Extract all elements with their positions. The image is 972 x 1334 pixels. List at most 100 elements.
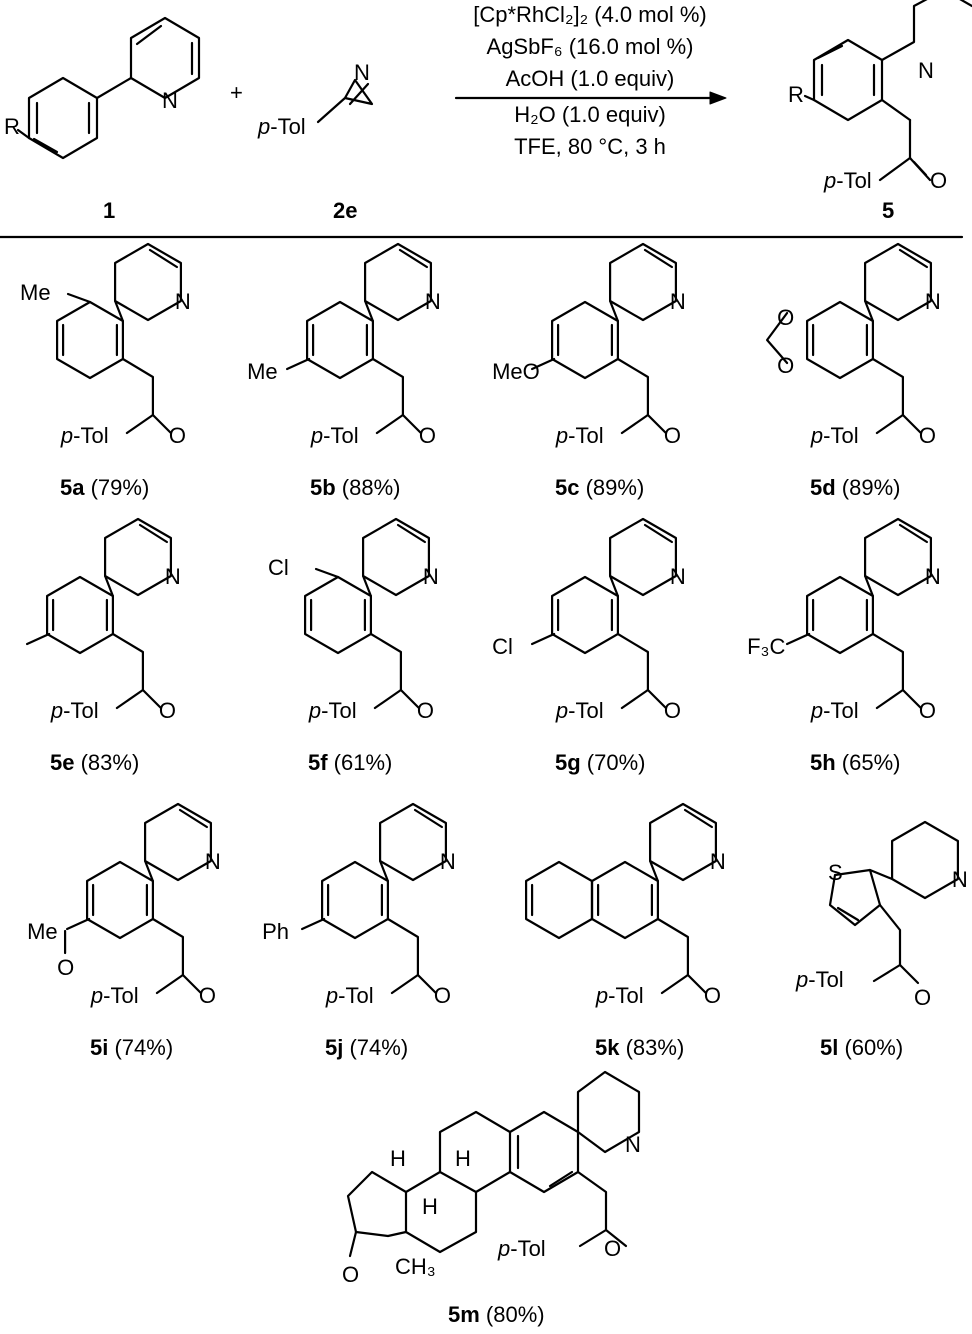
atom-o: O bbox=[199, 983, 216, 1008]
atom-n: N bbox=[425, 289, 441, 314]
reactant-1: N R 1 bbox=[4, 16, 201, 223]
substituent: Cl bbox=[268, 555, 289, 580]
plus-sign: + bbox=[230, 80, 243, 105]
p-tol-label: p-Tol bbox=[60, 423, 109, 448]
substituent-oxygen: O bbox=[777, 353, 794, 378]
condition-water: H₂O (1.0 equiv) bbox=[514, 102, 666, 127]
atom-n: N bbox=[162, 88, 178, 113]
product-5h: N Op-Tol F₃C 5h (65%) bbox=[747, 517, 941, 775]
p-tol-label: p-Tol bbox=[823, 168, 872, 193]
atom-n: N bbox=[423, 564, 439, 589]
atom-o: O bbox=[914, 985, 931, 1010]
p-tol-label: p-Tol bbox=[257, 114, 306, 139]
condition-catalyst: [Cp*RhCl₂]₂ (4.0 mol %) bbox=[473, 2, 706, 27]
hydrogen-label: H bbox=[390, 1146, 406, 1171]
atom-o: O bbox=[664, 698, 681, 723]
atom-n: N bbox=[925, 564, 941, 589]
product-5l: S N Op-Tol 5l (60%) bbox=[795, 820, 968, 1060]
substituent: Cl bbox=[492, 634, 513, 659]
product-5a: N Op-Tol Me 5a (79%) bbox=[20, 242, 191, 500]
p-tol-label: p-Tol bbox=[555, 698, 604, 723]
substituent: MeO bbox=[492, 359, 540, 384]
atom-n: N bbox=[710, 849, 726, 874]
p-tol-label: p-Tol bbox=[310, 423, 359, 448]
compound-label: 5f (61%) bbox=[308, 750, 392, 775]
atom-o: O bbox=[604, 1236, 621, 1261]
hydrogen-label: H bbox=[455, 1146, 471, 1171]
atom-n: N bbox=[354, 60, 370, 85]
product-5f: N Op-Tol Cl 5f (61%) bbox=[268, 517, 439, 775]
product-5: N O R p-Tol 5 bbox=[788, 0, 972, 223]
methyl-label: CH₃ bbox=[395, 1254, 436, 1279]
atom-o: O bbox=[930, 168, 947, 193]
atom-n: N bbox=[952, 867, 968, 892]
p-tol-label: p-Tol bbox=[497, 1236, 546, 1261]
p-tol-label: p-Tol bbox=[810, 423, 859, 448]
condition-additive: AgSbF₆ (16.0 mol %) bbox=[487, 34, 694, 59]
atom-o: O bbox=[169, 423, 186, 448]
hydrogen-label: H bbox=[422, 1194, 438, 1219]
substituent: Me bbox=[247, 359, 278, 384]
p-tol-label: p-Tol bbox=[595, 983, 644, 1008]
atom-o: O bbox=[919, 423, 936, 448]
compound-label: 5j (74%) bbox=[325, 1035, 408, 1060]
compound-label: 5d (89%) bbox=[810, 475, 900, 500]
p-tol-label: p-Tol bbox=[795, 967, 844, 992]
substituent-r: R bbox=[788, 82, 804, 107]
product-5e: N Op-Tol F 5e (83%) bbox=[0, 517, 181, 775]
compound-label-1: 1 bbox=[103, 198, 115, 223]
atom-n: N bbox=[175, 289, 191, 314]
compound-label-2e: 2e bbox=[333, 198, 357, 223]
compound-label: 5a (79%) bbox=[60, 475, 149, 500]
product-5j: N Op-Tol Ph 5j (74%) bbox=[262, 802, 456, 1060]
substituent: F bbox=[0, 634, 1, 659]
substituent-oxygen: O bbox=[777, 305, 794, 330]
p-tol-label: p-Tol bbox=[50, 698, 99, 723]
compound-label: 5k (83%) bbox=[595, 1035, 684, 1060]
p-tol-label: p-Tol bbox=[325, 983, 374, 1008]
substituent: Me bbox=[27, 919, 58, 944]
atom-n: N bbox=[925, 289, 941, 314]
compound-label: 5g (70%) bbox=[555, 750, 645, 775]
condition-solvent: TFE, 80 °C, 3 h bbox=[514, 134, 666, 159]
substituent-sulfur: S bbox=[828, 860, 843, 885]
substituent: F₃C bbox=[747, 634, 785, 659]
reactant-2e: N p-Tol 2e bbox=[257, 60, 374, 223]
atom-n: N bbox=[670, 564, 686, 589]
atom-o: O bbox=[919, 698, 936, 723]
p-tol-label: p-Tol bbox=[90, 983, 139, 1008]
substituent: Me bbox=[20, 280, 51, 305]
compound-label: 5l (60%) bbox=[820, 1035, 903, 1060]
atom-n: N bbox=[440, 849, 456, 874]
atom-n: N bbox=[918, 58, 934, 83]
compound-label-5: 5 bbox=[882, 198, 894, 223]
ketone-oxygen: O bbox=[342, 1262, 359, 1287]
compound-label: 5b (88%) bbox=[310, 475, 400, 500]
product-5c: N Op-Tol MeO 5c (89%) bbox=[492, 242, 686, 500]
compound-label: 5i (74%) bbox=[90, 1035, 173, 1060]
atom-o: O bbox=[704, 983, 721, 1008]
p-tol-label: p-Tol bbox=[308, 698, 357, 723]
product-5k: N Op-Tol 5k (83%) bbox=[524, 802, 726, 1060]
compound-label: 5e (83%) bbox=[50, 750, 139, 775]
compound-label: 5c (89%) bbox=[555, 475, 644, 500]
atom-n: N bbox=[165, 564, 181, 589]
atom-o: O bbox=[159, 698, 176, 723]
condition-acid: AcOH (1.0 equiv) bbox=[506, 66, 675, 91]
atom-n: N bbox=[670, 289, 686, 314]
product-5g: N Op-Tol Cl 5g (70%) bbox=[492, 517, 686, 775]
atom-n: N bbox=[205, 849, 221, 874]
atom-o: O bbox=[664, 423, 681, 448]
atom-o: O bbox=[417, 698, 434, 723]
compound-label: 5h (65%) bbox=[810, 750, 900, 775]
substituent: Ph bbox=[262, 919, 289, 944]
p-tol-label: p-Tol bbox=[555, 423, 604, 448]
reaction-conditions: [Cp*RhCl₂]₂ (4.0 mol %) AgSbF₆ (16.0 mol… bbox=[454, 2, 727, 159]
atom-o: O bbox=[434, 983, 451, 1008]
p-tol-label: p-Tol bbox=[810, 698, 859, 723]
